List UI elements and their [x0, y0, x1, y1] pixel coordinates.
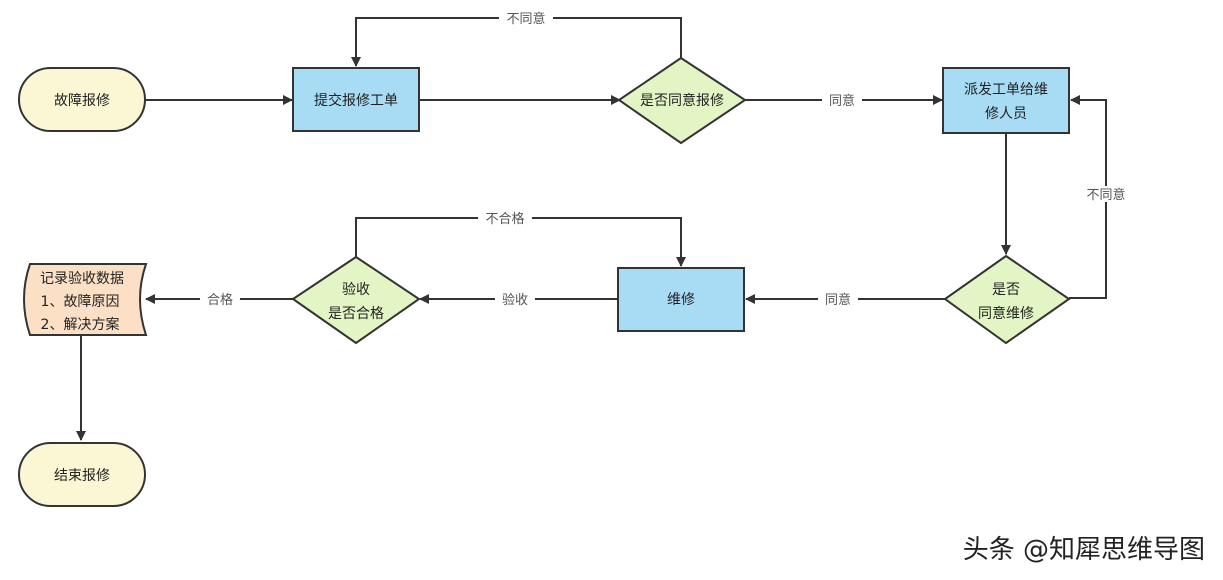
node-record-data[interactable]: 记录验收数据 1、故障原因 2、解决方案: [23, 263, 148, 336]
edge-label-disagree-right: 不同意: [1086, 187, 1125, 203]
node-dispatch-label-line2: 修人员: [985, 106, 1027, 122]
watermark-text: 头条 @知犀思维导图: [963, 535, 1205, 565]
node-agree-report-decision[interactable]: 是否同意报修: [617, 56, 747, 145]
node-record-label-line2: 1、故障原因: [41, 294, 120, 310]
node-record-label-line3: 2、解决方案: [41, 316, 120, 333]
edge-label-inspect: 验收: [502, 292, 528, 308]
node-submit-order[interactable]: 提交报修工单: [292, 67, 420, 132]
edge-label-agree-right: 同意: [829, 93, 855, 109]
node-fault-report-label: 故障报修: [54, 93, 110, 109]
node-fault-report[interactable]: 故障报修: [18, 67, 146, 132]
node-accept-label-line2: 是否合格: [328, 306, 384, 322]
node-end-report-label: 结束报修: [54, 468, 110, 484]
edge-label-fail: 不合格: [485, 211, 524, 227]
node-agree-repair-decision[interactable]: 是否 同意维修: [943, 254, 1071, 345]
node-repair[interactable]: 维修: [617, 267, 745, 332]
node-agree-report-label: 是否同意报修: [640, 92, 724, 109]
node-accept-decision[interactable]: 验收 是否合格: [291, 255, 421, 345]
node-record-label-line1: 记录验收数据: [40, 271, 124, 287]
node-accept-label-line1: 验收: [342, 282, 370, 298]
edge-label-agree-bottom: 同意: [825, 292, 851, 308]
node-dispatch-label-line1: 派发工单给维: [964, 82, 1048, 98]
edge-label-disagree-top: 不同意: [506, 11, 545, 27]
node-agree-repair-label-line2: 同意维修: [978, 305, 1034, 322]
node-agree-repair-label-line1: 是否: [992, 282, 1020, 298]
node-dispatch[interactable]: 派发工单给维 修人员: [942, 67, 1070, 134]
node-repair-label: 维修: [667, 292, 695, 308]
node-submit-order-label: 提交报修工单: [314, 92, 398, 109]
node-end-report[interactable]: 结束报修: [18, 442, 146, 507]
edge-label-pass: 合格: [207, 292, 233, 308]
